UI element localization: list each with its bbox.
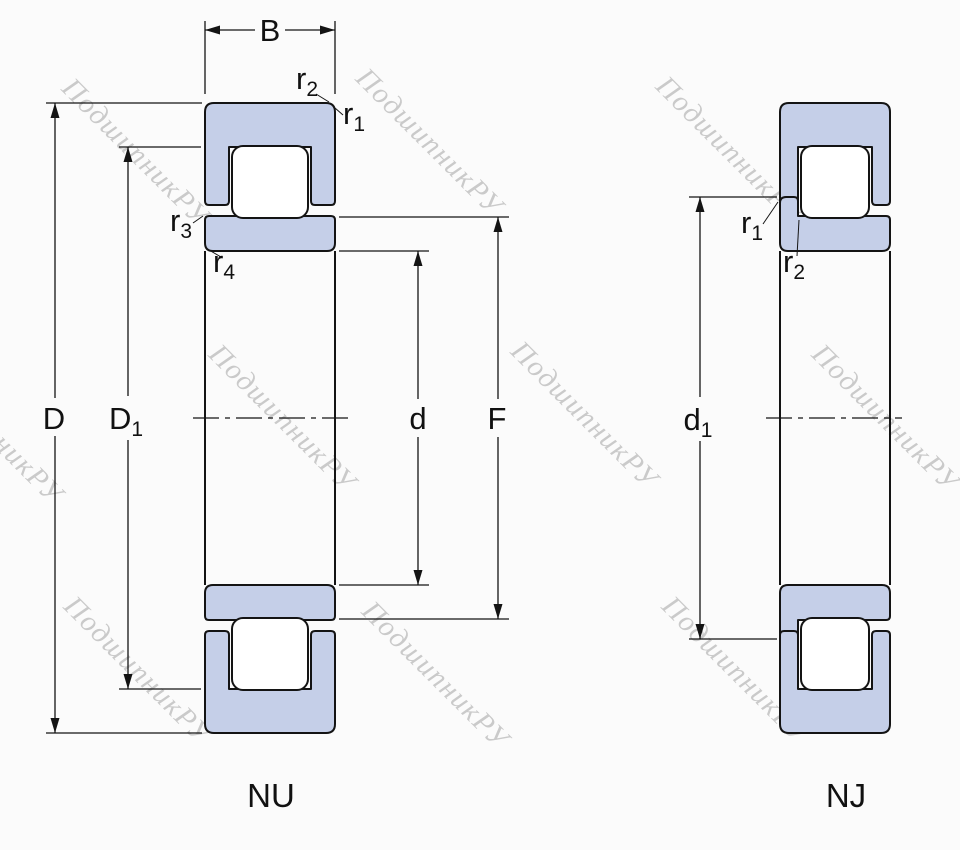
- dimension-d1: d1: [684, 196, 777, 640]
- nu-outer-ring-top: [204, 102, 336, 206]
- dimension-d: d: [339, 250, 429, 586]
- label-r3: r3: [170, 203, 192, 243]
- nu-view: B D D1: [43, 13, 509, 814]
- arrowhead: [123, 674, 133, 689]
- nu-caption: NU: [247, 777, 295, 814]
- nj-roller-top: [800, 145, 870, 219]
- arrowhead: [413, 570, 423, 585]
- nj-inner-ring-top: [779, 196, 891, 252]
- leader-line: [762, 201, 779, 225]
- label-r2: r2: [296, 61, 318, 101]
- dim-label-d: d: [409, 401, 426, 436]
- arrowhead: [413, 251, 423, 266]
- nu-outer-ring-bottom: [204, 630, 336, 734]
- leader-line: [796, 219, 800, 257]
- dim-label-d1: d1: [684, 402, 713, 442]
- dim-label-D: D: [43, 401, 65, 436]
- arrowhead: [320, 25, 335, 35]
- nj-caption: NJ: [826, 777, 866, 814]
- nu-roller-bottom: [231, 617, 309, 691]
- dim-label-B: B: [260, 13, 281, 48]
- nj-outer-ring-bottom: [779, 630, 891, 734]
- arrowhead: [50, 718, 60, 733]
- arrowhead: [205, 25, 220, 35]
- label-r1: r1: [741, 205, 763, 245]
- nu-inner-ring-top: [204, 215, 336, 252]
- nj-radius-labels: r1 r2: [741, 201, 805, 284]
- label-r2: r2: [783, 244, 805, 284]
- arrowhead: [493, 604, 503, 619]
- arrowhead: [695, 197, 705, 212]
- dimension-D1: D1: [109, 146, 201, 690]
- label-r4: r4: [213, 244, 235, 284]
- leader-line: [208, 249, 222, 258]
- dimension-B: B: [204, 13, 336, 94]
- nu-inner-ring-bottom: [204, 584, 336, 621]
- arrowhead: [695, 624, 705, 639]
- dimension-F: F: [339, 216, 509, 620]
- label-r1: r1: [343, 96, 365, 136]
- nj-roller-bottom: [800, 617, 870, 691]
- dimension-D: D: [43, 102, 202, 734]
- nu-roller-top: [231, 145, 309, 219]
- nj-view: d1 r1 r2 NJ: [684, 102, 902, 814]
- leader-line: [334, 107, 344, 116]
- arrowhead: [123, 147, 133, 162]
- leader-line: [192, 215, 204, 224]
- dim-label-D1: D1: [109, 401, 143, 441]
- arrowhead: [50, 103, 60, 118]
- leader-line: [315, 93, 330, 103]
- nu-radius-labels: r2 r1 r3 r4: [170, 61, 365, 284]
- arrowhead: [493, 217, 503, 232]
- dim-label-F: F: [488, 401, 507, 436]
